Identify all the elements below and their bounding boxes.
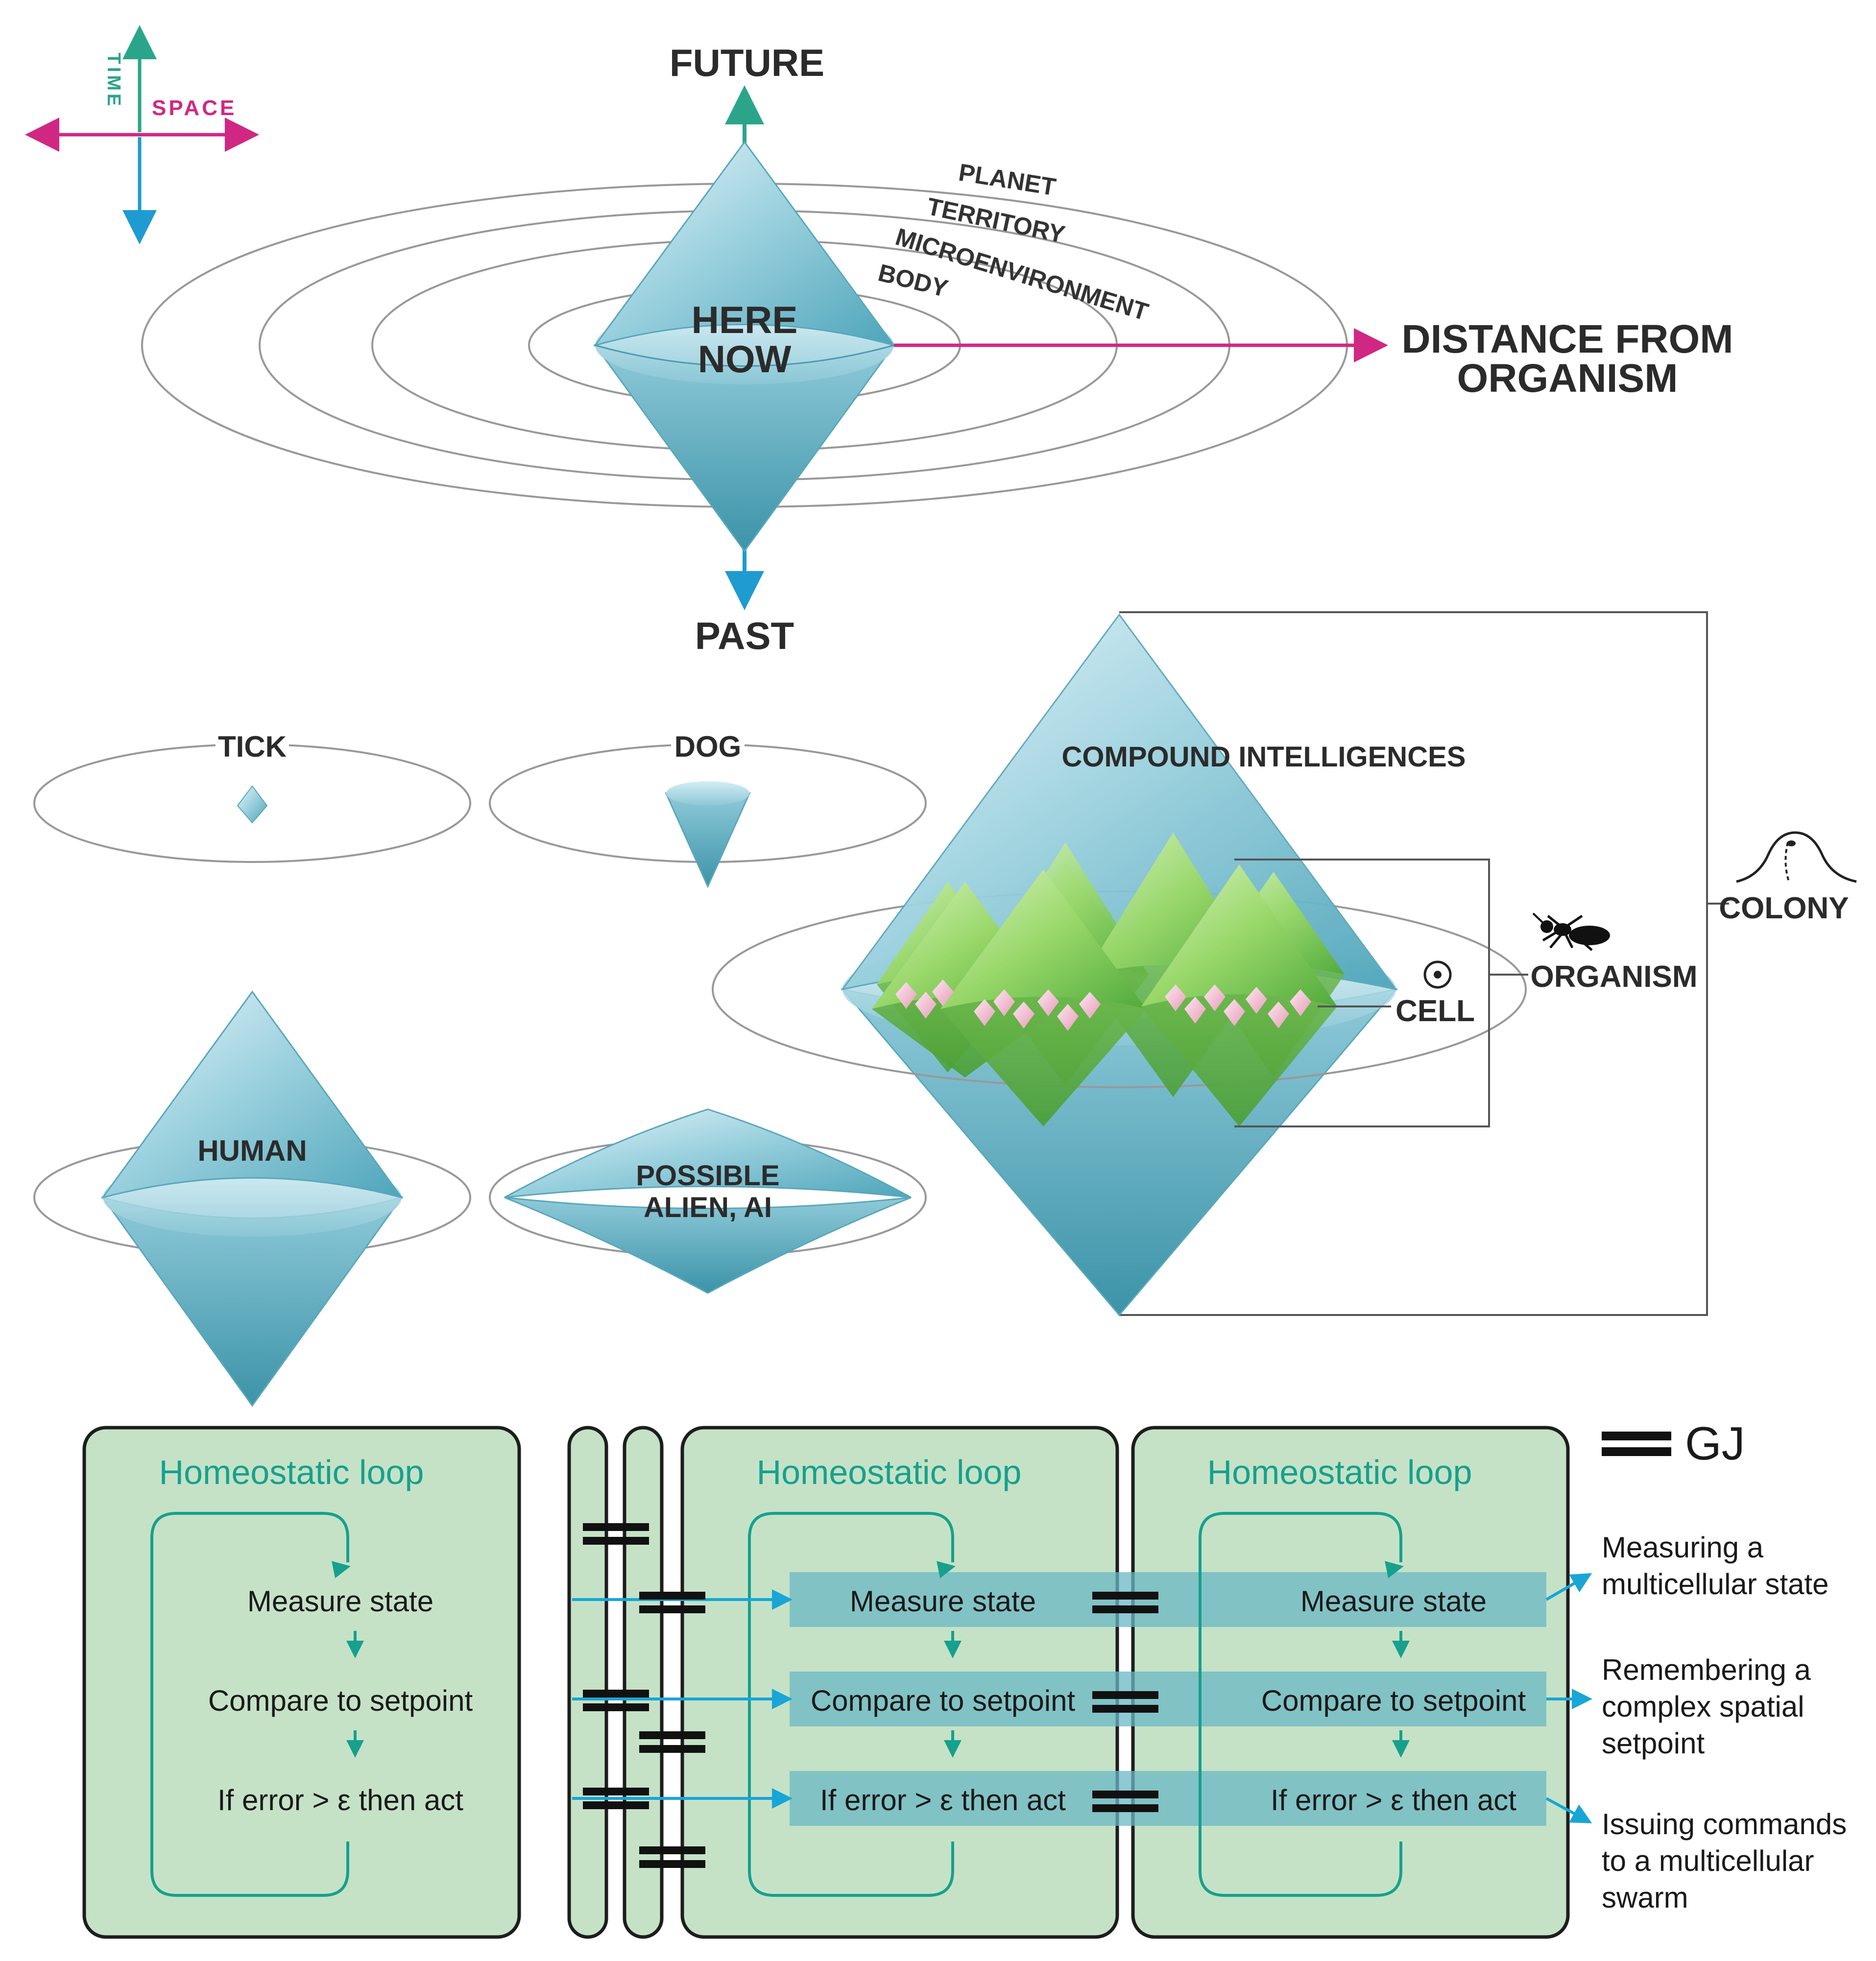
band-compare xyxy=(790,1672,1546,1726)
cell-strip-1 xyxy=(567,1426,608,1939)
tick-example: TICK xyxy=(33,730,471,863)
alien-ai-cone xyxy=(504,1108,912,1198)
step-measure-1: Measure state xyxy=(247,1585,433,1618)
space-axis-label: SPACE xyxy=(152,96,237,120)
ring-label-body: BODY xyxy=(875,259,951,302)
pink-cell-cones xyxy=(895,980,1311,1031)
note-measuring-line1: Measuring a xyxy=(1602,1531,1764,1564)
note-issuing-line1: Issuing commands xyxy=(1602,1808,1847,1841)
homeostatic-loops: GJ Homeostatic loop Homeostatic loop Hom… xyxy=(82,1417,1847,1939)
step-compare-3: Compare to setpoint xyxy=(1261,1684,1526,1717)
loop-title-3: Homeostatic loop xyxy=(1207,1453,1472,1491)
band-measure xyxy=(790,1572,1546,1627)
ant-icon xyxy=(1532,912,1610,951)
step-act-2: If error > ε then act xyxy=(820,1784,1066,1817)
note-remembering-line2: complex spatial xyxy=(1602,1690,1804,1723)
axis-legend: TIME SPACE xyxy=(25,25,259,244)
single-cell-box xyxy=(82,1426,521,1939)
note-issuing-line3: swarm xyxy=(1602,1881,1688,1914)
past-label: PAST xyxy=(695,614,794,657)
step-act-3: If error > ε then act xyxy=(1271,1784,1516,1817)
tick-label: TICK xyxy=(218,730,287,763)
loop-title-2: Homeostatic loop xyxy=(757,1453,1022,1491)
human-label: HUMAN xyxy=(197,1134,307,1167)
human-example: HUMAN xyxy=(33,990,471,1407)
ring-label-planet: PLANET xyxy=(957,159,1058,201)
now-label: NOW xyxy=(698,337,792,381)
gap-junction-symbols xyxy=(583,1523,1158,1868)
time-axis-label: TIME xyxy=(103,53,124,109)
gj-legend-icon xyxy=(1602,1432,1671,1456)
step-compare-1: Compare to setpoint xyxy=(208,1684,473,1717)
distance-label-line1: DISTANCE FROM xyxy=(1401,317,1733,361)
cone-top xyxy=(593,141,896,347)
note-remembering-line1: Remembering a xyxy=(1602,1653,1811,1686)
colony-label: COLONY xyxy=(1719,891,1849,925)
tick-cone xyxy=(237,785,268,824)
here-label: HERE xyxy=(692,298,798,341)
step-act-1: If error > ε then act xyxy=(217,1784,463,1817)
alien-label-line2: ALIEN, AI xyxy=(644,1192,772,1223)
cell-label: CELL xyxy=(1395,994,1475,1028)
anthill-icon xyxy=(1736,831,1857,883)
compound-intelligences: COMPOUND INTELLIGENCES CELL ORGANISM COL… xyxy=(712,611,1857,1316)
dog-example: DOG xyxy=(489,730,927,888)
step-measure-3: Measure state xyxy=(1300,1585,1487,1618)
here-now-cone: FUTURE PAST HERE NOW PLANET TERRITORY MI… xyxy=(141,41,1733,657)
dog-cone xyxy=(665,792,751,888)
dog-label: DOG xyxy=(674,730,742,763)
note-measuring-line2: multicellular state xyxy=(1602,1568,1829,1601)
step-measure-2: Measure state xyxy=(850,1585,1036,1618)
band-act xyxy=(790,1771,1546,1826)
alien-label-line1: POSSIBLE xyxy=(636,1160,779,1192)
future-label: FUTURE xyxy=(670,41,824,84)
cell-strip-2 xyxy=(623,1426,664,1939)
organism-label: ORGANISM xyxy=(1531,960,1698,994)
compound-title: COMPOUND INTELLIGENCES xyxy=(1062,741,1466,773)
green-organism-cones xyxy=(872,833,1345,1126)
alien-ai-example: POSSIBLE ALIEN, AI xyxy=(489,1108,927,1294)
human-cone xyxy=(101,990,404,1199)
loop-title-1: Homeostatic loop xyxy=(159,1453,424,1491)
note-issuing-line2: to a multicellular xyxy=(1602,1844,1814,1877)
step-compare-2: Compare to setpoint xyxy=(811,1684,1076,1717)
cell-icon xyxy=(1423,960,1452,989)
distance-label-line2: ORGANISM xyxy=(1457,356,1678,401)
note-remembering-line3: setpoint xyxy=(1602,1727,1705,1760)
gj-legend-label: GJ xyxy=(1685,1417,1745,1470)
